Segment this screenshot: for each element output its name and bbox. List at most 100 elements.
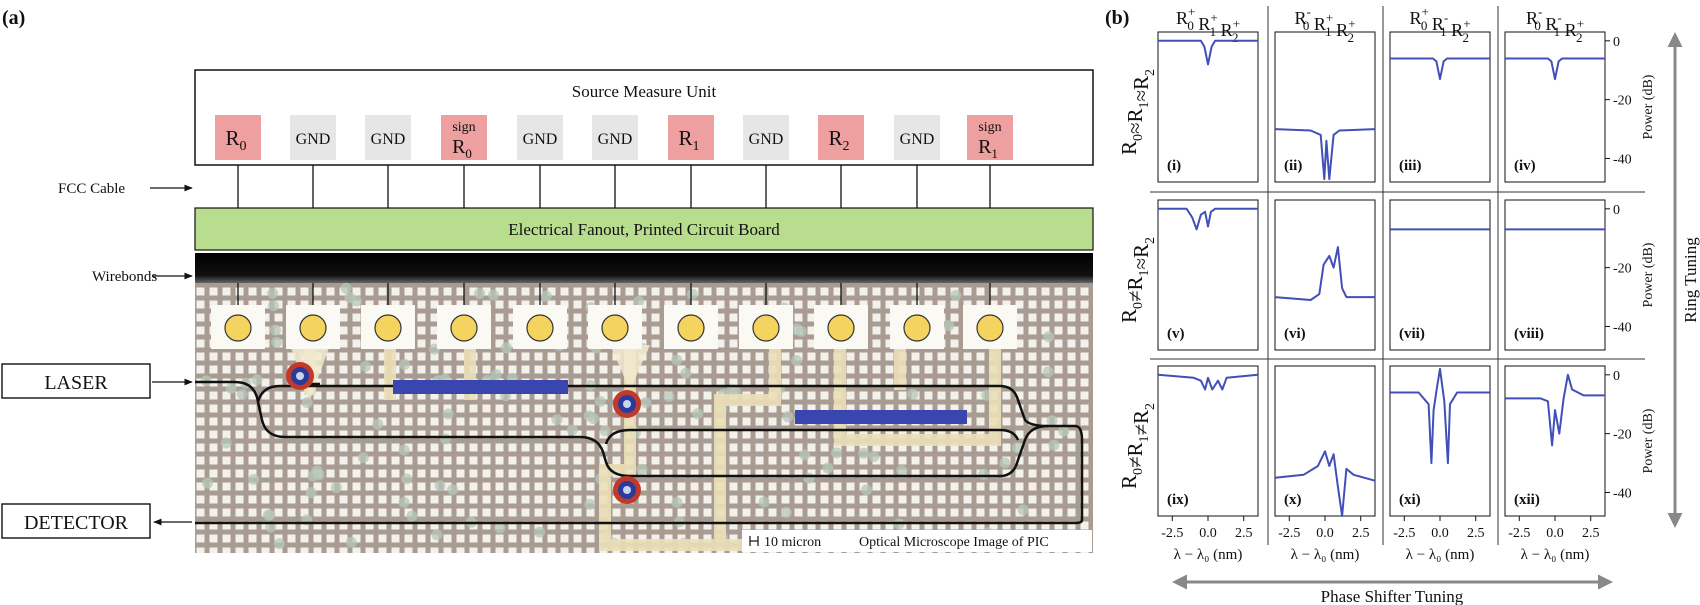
plot-panel: (xii) xyxy=(1504,365,1606,517)
plot-panel: (iv) xyxy=(1504,31,1606,183)
pcb-bar xyxy=(194,207,1094,251)
row-label: R0≈R1≈R2 xyxy=(1117,69,1158,155)
x-tick-label: 0.0 xyxy=(1199,526,1217,541)
y-tick-label: 0 xyxy=(1613,369,1620,384)
x-axis-label: λ − λ₀ (nm) xyxy=(1406,547,1475,563)
source-measure-unit-box xyxy=(194,69,1094,166)
ring-tuning-label: Ring Tuning xyxy=(1681,237,1700,323)
plot-panel: (i) xyxy=(1157,31,1259,183)
column-header: R+0 R-1 R+2 xyxy=(1409,4,1470,45)
y-axis-label: Power (dB) xyxy=(1641,408,1656,473)
smu-pad-gnd: GND xyxy=(290,115,336,160)
y-axis-label: Power (dB) xyxy=(1641,242,1656,307)
transmission-trace xyxy=(1274,128,1376,181)
plot-panel: (iii) xyxy=(1389,31,1491,183)
panel-index-label: (viii) xyxy=(1514,326,1544,342)
bond-pad xyxy=(976,314,1004,342)
smu-pad-gnd: GND xyxy=(592,115,638,160)
fcc-cable-label: FCC Cable xyxy=(58,181,125,197)
column-header: R-0 R-1 R+2 xyxy=(1526,4,1584,45)
x-tick-label: 0.0 xyxy=(1316,526,1334,541)
detector-box xyxy=(1,503,151,539)
bond-pad xyxy=(526,314,554,342)
pad-label: GND xyxy=(900,131,935,148)
ring-resonator-r0 xyxy=(286,362,314,390)
pad-label: GND xyxy=(749,131,784,148)
plot-frame xyxy=(1274,31,1376,183)
panel-b-label: (b) xyxy=(1105,7,1129,29)
smu-title: Source Measure Unit xyxy=(572,82,717,101)
micro-label: Optical Microscope Image of PIC xyxy=(859,535,1049,550)
plot-panel: (ix) xyxy=(1157,365,1259,517)
panel-index-label: (iii) xyxy=(1399,158,1422,174)
plot-panel: (v) xyxy=(1157,199,1259,351)
transmission-trace xyxy=(1505,373,1605,447)
transmission-trace xyxy=(1157,373,1259,391)
detector-label: DETECTOR xyxy=(24,512,129,534)
smu-pad-signal: R1 xyxy=(668,115,714,160)
smu-pad-gnd: GND xyxy=(894,115,940,160)
y-tick-label: -40 xyxy=(1613,152,1632,167)
pad-label: R1 xyxy=(678,126,699,154)
smu-pad-signal: R0 xyxy=(215,115,261,160)
plot-frame xyxy=(1389,199,1491,351)
pad-sign-label: sign xyxy=(978,120,1001,135)
smu-pad-gnd: GND xyxy=(365,115,411,160)
phase-shifter-heater-1 xyxy=(393,380,568,394)
transmission-trace xyxy=(1158,39,1258,66)
panel-index-label: (v) xyxy=(1167,326,1185,342)
bond-pad xyxy=(374,314,402,342)
pad-sign-label: sign xyxy=(452,120,475,135)
transmission-plots: (i) (ii) (iii) (iv) (v) (vi) (vii) (viii) (ix) (x… xyxy=(1157,31,1606,517)
laser-box xyxy=(1,363,151,399)
plot-panel: (x) xyxy=(1274,365,1376,517)
chip-texture-dots xyxy=(200,282,1070,550)
bond-pad xyxy=(827,314,855,342)
panel-index-label: (vi) xyxy=(1284,326,1306,342)
panel-a-label: (a) xyxy=(2,7,25,29)
x-axis-label: λ − λ₀ (nm) xyxy=(1521,547,1590,563)
y-tick-label: -20 xyxy=(1613,262,1632,277)
plot-frame xyxy=(1504,199,1606,351)
wirebonds-label: Wirebonds xyxy=(92,269,157,285)
micro-caption-box xyxy=(742,530,1092,552)
bond-pad xyxy=(299,314,327,342)
transmission-trace xyxy=(1390,57,1490,81)
transmission-trace xyxy=(1390,367,1490,465)
wavelength-axes: -2.5 0.0 2.5 λ − λ₀ (nm) -2.5 0.0 2.5 λ − λ₀ (n… xyxy=(1161,516,1599,563)
waveguides xyxy=(195,380,1084,525)
phase-shifter-label: Phase Shifter Tuning xyxy=(1321,587,1464,605)
plot-panel: (ii) xyxy=(1274,31,1376,183)
panel-index-label: (xi) xyxy=(1399,492,1421,508)
x-tick-label: -2.5 xyxy=(1161,526,1183,541)
smu-pad-signal: R2 xyxy=(818,115,864,160)
panel-index-label: (x) xyxy=(1284,492,1302,508)
plot-panel: (xi) xyxy=(1389,365,1491,517)
y-tick-label: -20 xyxy=(1613,428,1632,443)
x-axis-label: λ − λ₀ (nm) xyxy=(1174,547,1243,563)
x-tick-label: 2.5 xyxy=(1235,526,1253,541)
bond-pad xyxy=(224,314,252,342)
panel-index-label: (xii) xyxy=(1514,492,1540,508)
column-header: R-0 R+1 R+2 xyxy=(1294,4,1355,45)
column-header: R+0 R+1 R+2 xyxy=(1176,4,1240,45)
plot-frame xyxy=(1274,199,1376,351)
x-tick-label: 2.5 xyxy=(1582,526,1600,541)
bond-pad xyxy=(903,314,931,342)
panel-index-label: (ii) xyxy=(1284,158,1302,174)
pad-label: R1 xyxy=(978,136,998,161)
x-tick-label: -2.5 xyxy=(1508,526,1530,541)
laser-label: LASER xyxy=(44,372,108,394)
pad-label: R0 xyxy=(452,136,472,161)
x-tick-label: 2.5 xyxy=(1467,526,1485,541)
ring-resonator-r2 xyxy=(613,476,641,504)
pad-label: R0 xyxy=(225,126,246,154)
bond-pad xyxy=(450,314,478,342)
y-tick-label: 0 xyxy=(1613,35,1620,50)
panel-index-label: (vii) xyxy=(1399,326,1425,342)
